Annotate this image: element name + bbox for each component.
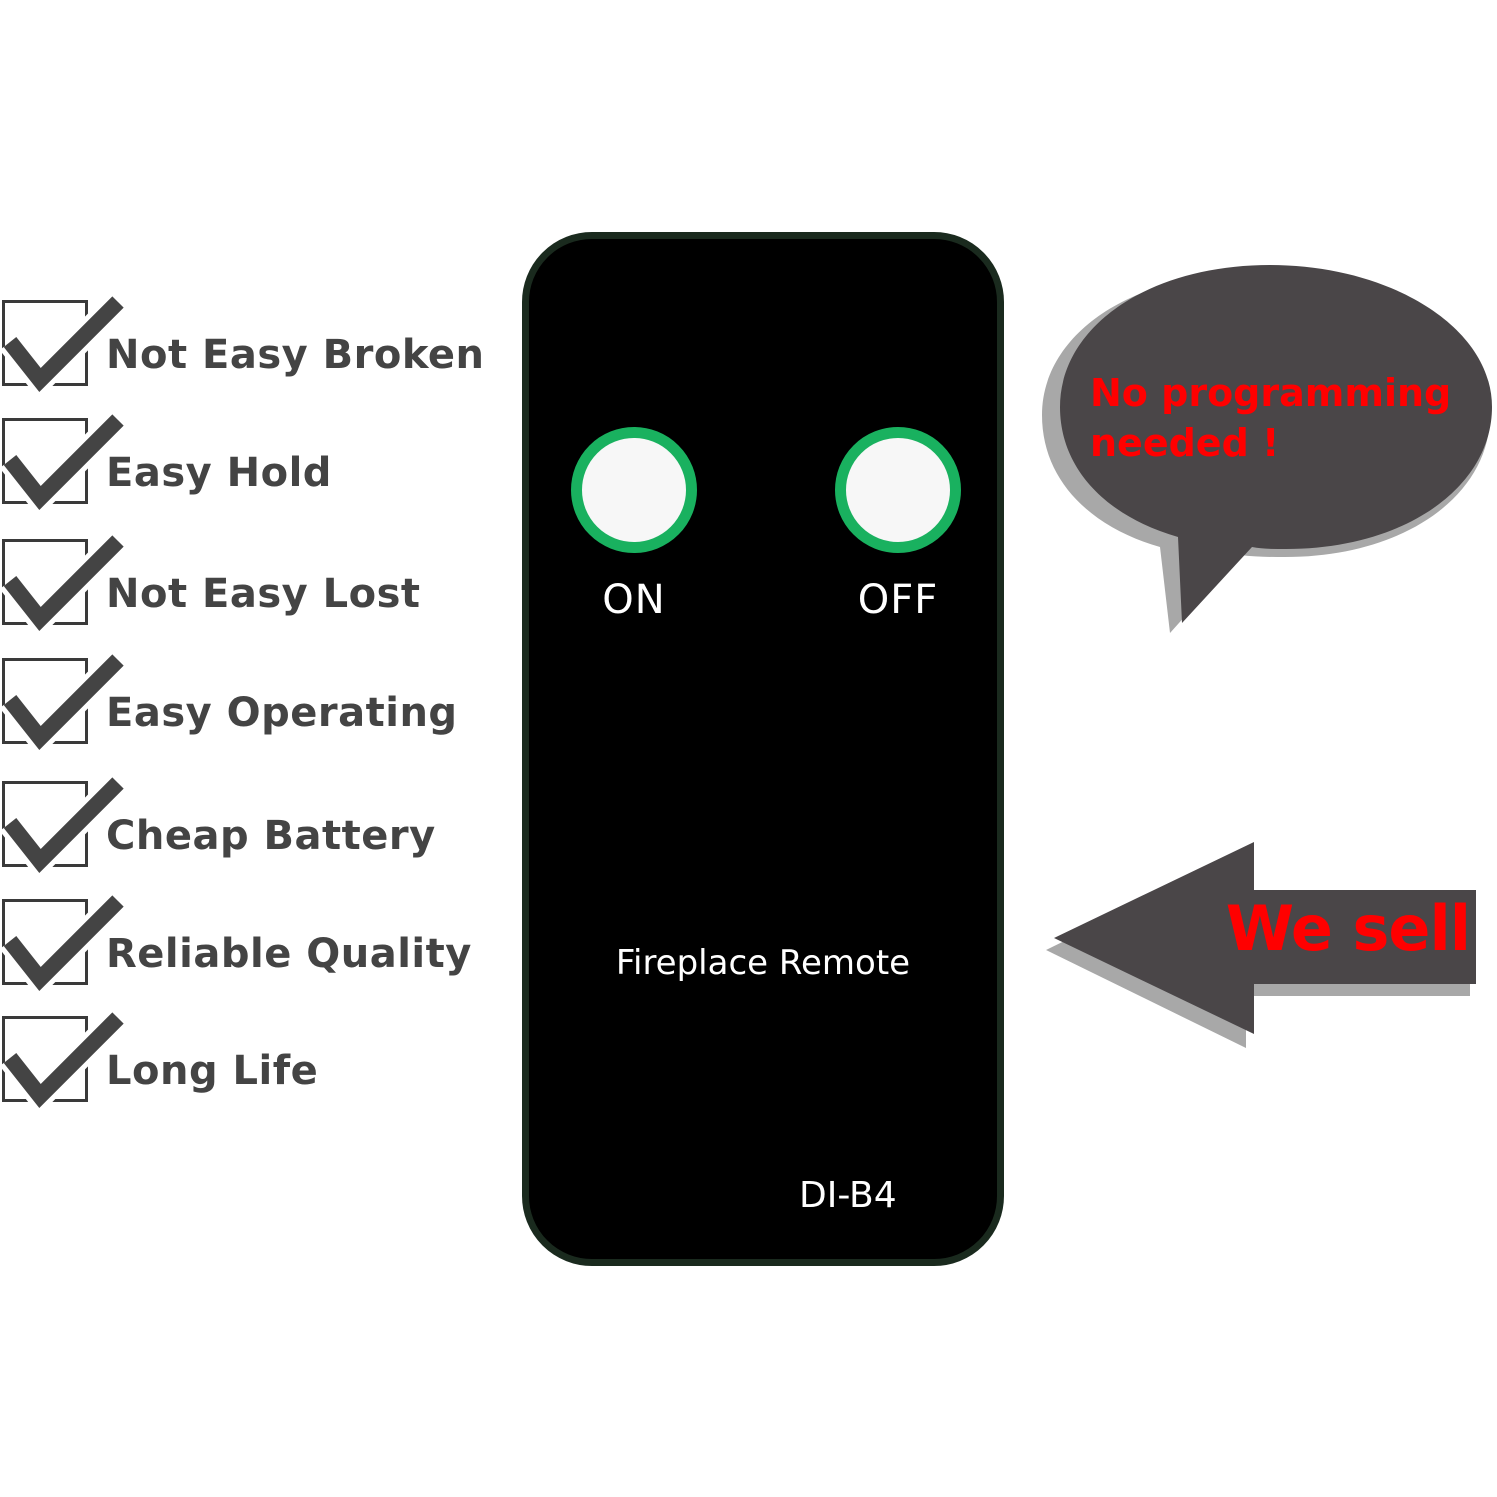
callout-line-2: needed ! bbox=[1090, 421, 1280, 465]
left-arrow-icon bbox=[1046, 842, 1476, 1048]
model-number: DI-B4 bbox=[799, 1175, 897, 1216]
off-button[interactable] bbox=[835, 427, 961, 553]
feature-label: Cheap Battery bbox=[106, 813, 436, 859]
off-label: OFF bbox=[857, 577, 939, 623]
check-mark-icon bbox=[0, 1008, 128, 1116]
feature-item-long-life: Long Life bbox=[0, 1008, 500, 1118]
check-mark-icon bbox=[0, 891, 128, 999]
fireplace-remote: ON OFF Fireplace Remote DI-B4 bbox=[522, 232, 1004, 1266]
on-button[interactable] bbox=[571, 427, 697, 553]
feature-label: Easy Hold bbox=[106, 450, 332, 496]
feature-label: Easy Operating bbox=[106, 690, 458, 736]
feature-item-reliable-quality: Reliable Quality bbox=[0, 891, 500, 1001]
remote-name: Fireplace Remote bbox=[615, 943, 911, 983]
feature-item-not-easy-broken: Not Easy Broken bbox=[0, 292, 500, 402]
feature-item-easy-operating: Easy Operating bbox=[0, 650, 500, 760]
callout-line-1: No programming bbox=[1090, 371, 1452, 415]
feature-item-not-easy-lost: Not Easy Lost bbox=[0, 531, 500, 641]
feature-label: Not Easy Broken bbox=[106, 332, 485, 378]
feature-label: Long Life bbox=[106, 1048, 319, 1094]
feature-item-cheap-battery: Cheap Battery bbox=[0, 773, 500, 883]
check-mark-icon bbox=[0, 410, 128, 518]
callout-text: No programming needed ! bbox=[1090, 368, 1490, 468]
feature-item-easy-hold: Easy Hold bbox=[0, 410, 500, 520]
check-mark-icon bbox=[0, 773, 128, 881]
we-sell-text: We sell bbox=[1225, 892, 1471, 965]
on-label: ON bbox=[602, 577, 666, 623]
check-mark-icon bbox=[0, 531, 128, 639]
speech-bubble-icon bbox=[1042, 265, 1492, 633]
feature-label: Not Easy Lost bbox=[106, 571, 421, 617]
check-mark-icon bbox=[0, 650, 128, 758]
check-mark-icon bbox=[0, 292, 128, 400]
feature-label: Reliable Quality bbox=[106, 931, 472, 977]
